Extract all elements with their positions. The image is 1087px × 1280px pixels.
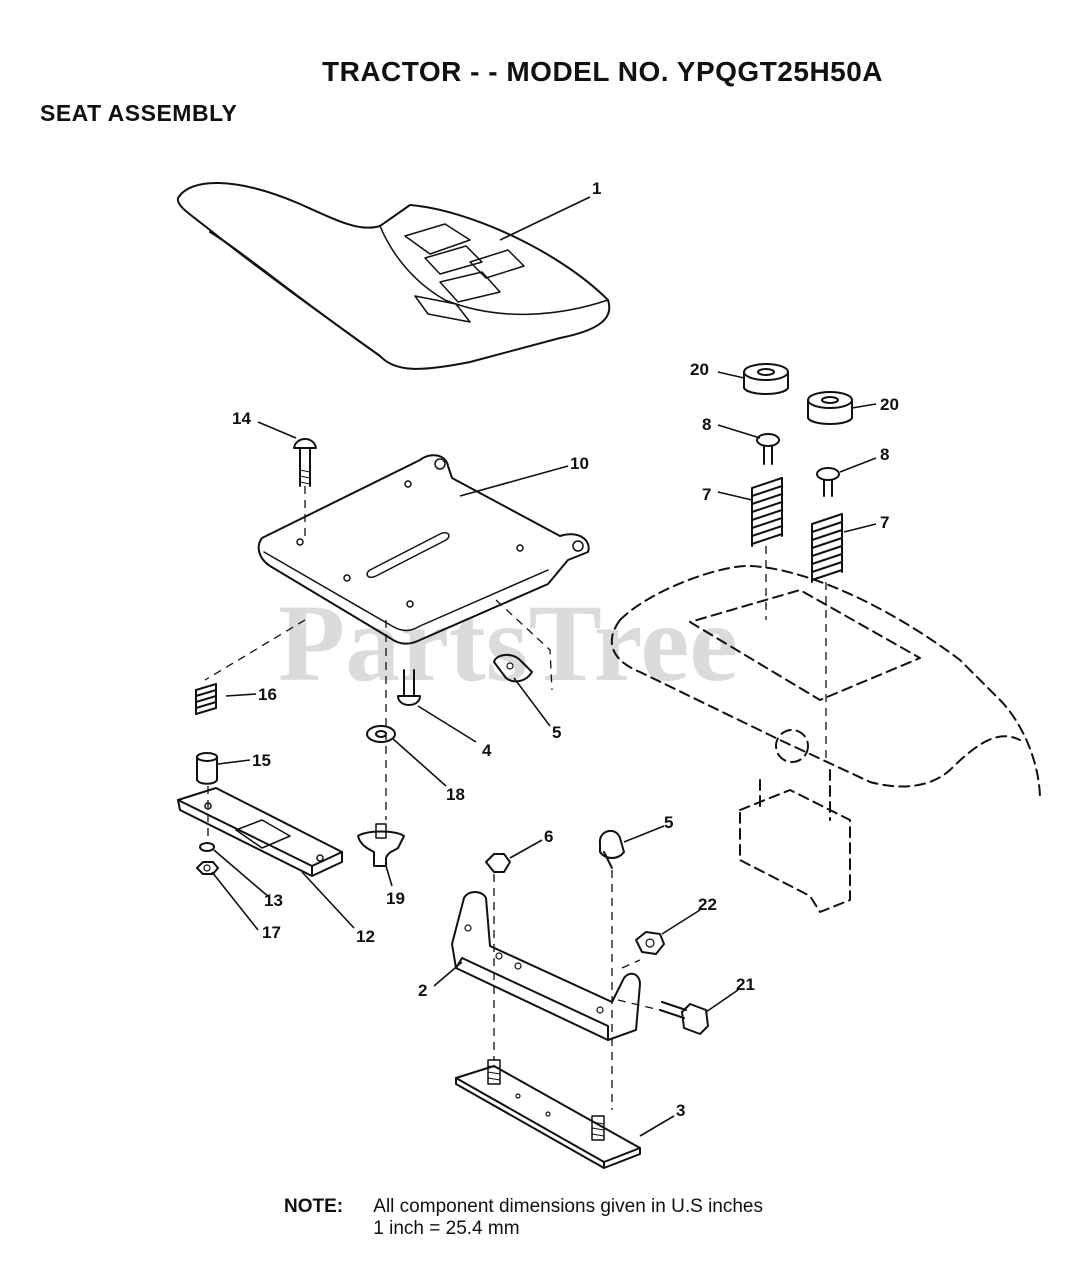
callout-7a: 7 xyxy=(702,485,711,504)
adjustment-knob-part xyxy=(357,823,405,867)
callout-1: 1 xyxy=(592,179,601,198)
note-block: NOTE: All component dimensions given in … xyxy=(284,1196,763,1240)
callout-21: 21 xyxy=(736,975,755,994)
callout-labels: 1 2 3 4 5 5 6 7 7 8 8 10 12 13 14 15 16 … xyxy=(232,179,899,1120)
callout-20a: 20 xyxy=(690,360,709,379)
callout-14: 14 xyxy=(232,409,251,428)
retainer-clip-part-2 xyxy=(598,829,625,869)
hex-bolt-part xyxy=(659,1001,709,1035)
shoulder-bolt-part xyxy=(397,669,421,706)
note-label: NOTE: xyxy=(284,1196,344,1217)
callout-7b: 7 xyxy=(880,513,889,532)
note-line-1: All component dimensions given in U.S in… xyxy=(373,1196,763,1217)
note-body: All component dimensions given in U.S in… xyxy=(373,1196,763,1240)
callout-10: 10 xyxy=(570,454,589,473)
rubber-spacer-part xyxy=(743,363,853,425)
callout-3: 3 xyxy=(676,1101,685,1120)
slide-bracket-part xyxy=(177,787,343,877)
hex-nut-part xyxy=(485,853,511,873)
callout-20b: 20 xyxy=(880,395,899,414)
mounting-plate-part xyxy=(455,1059,641,1169)
alignment-lines xyxy=(204,486,827,1110)
carriage-bolt-part xyxy=(293,438,317,487)
page-title: TRACTOR - - MODEL NO. YPQGT25H50A xyxy=(322,56,884,87)
flat-washer-part xyxy=(366,725,396,743)
lock-nut-part xyxy=(635,931,665,955)
retainer-clip-part xyxy=(493,654,533,683)
callout-12: 12 xyxy=(356,927,375,946)
callout-8b: 8 xyxy=(880,445,889,464)
callout-16: 16 xyxy=(258,685,277,704)
adjuster-bracket-part xyxy=(451,891,641,1041)
callout-19: 19 xyxy=(386,889,405,908)
callout-22: 22 xyxy=(698,895,717,914)
callout-5b: 5 xyxy=(664,813,673,832)
seat-spring-part xyxy=(751,477,843,583)
section-title: SEAT ASSEMBLY xyxy=(40,100,238,126)
spring-bolt-part xyxy=(756,433,840,497)
callout-17: 17 xyxy=(262,923,281,942)
callout-13: 13 xyxy=(264,891,283,910)
callout-15: 15 xyxy=(252,751,271,770)
leader-lines xyxy=(211,196,877,1137)
callout-6: 6 xyxy=(544,827,553,846)
spacer-part xyxy=(196,752,218,785)
small-spring-part xyxy=(195,683,217,715)
note-line-2: 1 inch = 25.4 mm xyxy=(373,1218,520,1239)
callout-8a: 8 xyxy=(702,415,711,434)
washer-nut-part xyxy=(196,842,219,875)
seat-pan-part xyxy=(257,454,590,645)
seat-part xyxy=(176,182,611,370)
callout-5a: 5 xyxy=(552,723,561,742)
callout-2: 2 xyxy=(418,981,427,1000)
callout-4: 4 xyxy=(482,741,492,760)
callout-18: 18 xyxy=(446,785,465,804)
fender-part xyxy=(610,564,1041,913)
